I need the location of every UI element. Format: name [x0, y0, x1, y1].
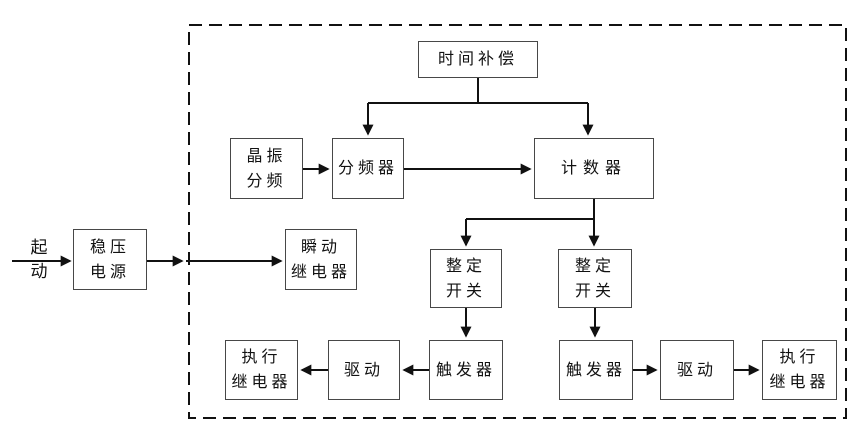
box-regulated-power-line2: 电源 [89, 263, 130, 281]
box-setting-switch-left-line1: 整定 [445, 257, 486, 275]
box-instant-relay-line1: 瞬动 [300, 238, 341, 256]
box-regulated-power-line1: 稳压 [89, 238, 130, 256]
box-exec-relay-left: 执行 继电器 [225, 340, 298, 400]
box-setting-switch-left: 整定 开关 [430, 249, 502, 308]
box-crystal-line1: 晶振 [246, 147, 287, 165]
box-time-compensation: 时间补偿 [418, 41, 538, 78]
box-trigger-right: 触发器 [559, 340, 633, 400]
box-exec-relay-right-line2: 继电器 [769, 374, 830, 391]
box-exec-relay-left-line2: 继电器 [231, 374, 292, 391]
box-exec-relay-left-line1: 执行 [241, 349, 282, 366]
box-setting-switch-right-line1: 整定 [574, 257, 615, 275]
box-drive-left-label: 驱动 [343, 361, 384, 379]
box-counter-label: 计数器 [560, 160, 627, 177]
box-drive-right-label: 驱动 [676, 361, 717, 379]
box-crystal-oscillator: 晶振 分频 [230, 138, 303, 199]
dashed-boundary [188, 24, 847, 419]
box-regulated-power: 稳压 电源 [73, 229, 147, 290]
box-frequency-divider-label: 分频器 [337, 160, 398, 177]
box-exec-relay-right: 执行 继电器 [762, 340, 837, 400]
box-trigger-left: 触发器 [429, 340, 503, 400]
box-drive-left: 驱动 [328, 340, 400, 400]
label-start-line2: 动 [30, 262, 48, 281]
box-instant-relay-line2: 继电器 [290, 263, 351, 281]
box-setting-switch-left-line2: 开关 [445, 282, 486, 300]
box-time-compensation-label: 时间补偿 [437, 51, 518, 68]
box-counter: 计数器 [534, 138, 654, 199]
box-crystal-line2: 分频 [246, 172, 287, 190]
box-frequency-divider: 分频器 [332, 138, 404, 199]
box-setting-switch-right-line2: 开关 [574, 282, 615, 300]
box-setting-switch-right: 整定 开关 [558, 249, 632, 308]
box-trigger-right-label: 触发器 [565, 361, 626, 379]
box-instant-relay: 瞬动 继电器 [285, 229, 357, 290]
box-trigger-left-label: 触发器 [435, 361, 496, 379]
box-drive-right: 驱动 [660, 340, 734, 400]
label-start-line1: 起 [30, 238, 48, 257]
label-start: 起 动 [18, 236, 60, 284]
box-exec-relay-right-line1: 执行 [779, 349, 820, 366]
